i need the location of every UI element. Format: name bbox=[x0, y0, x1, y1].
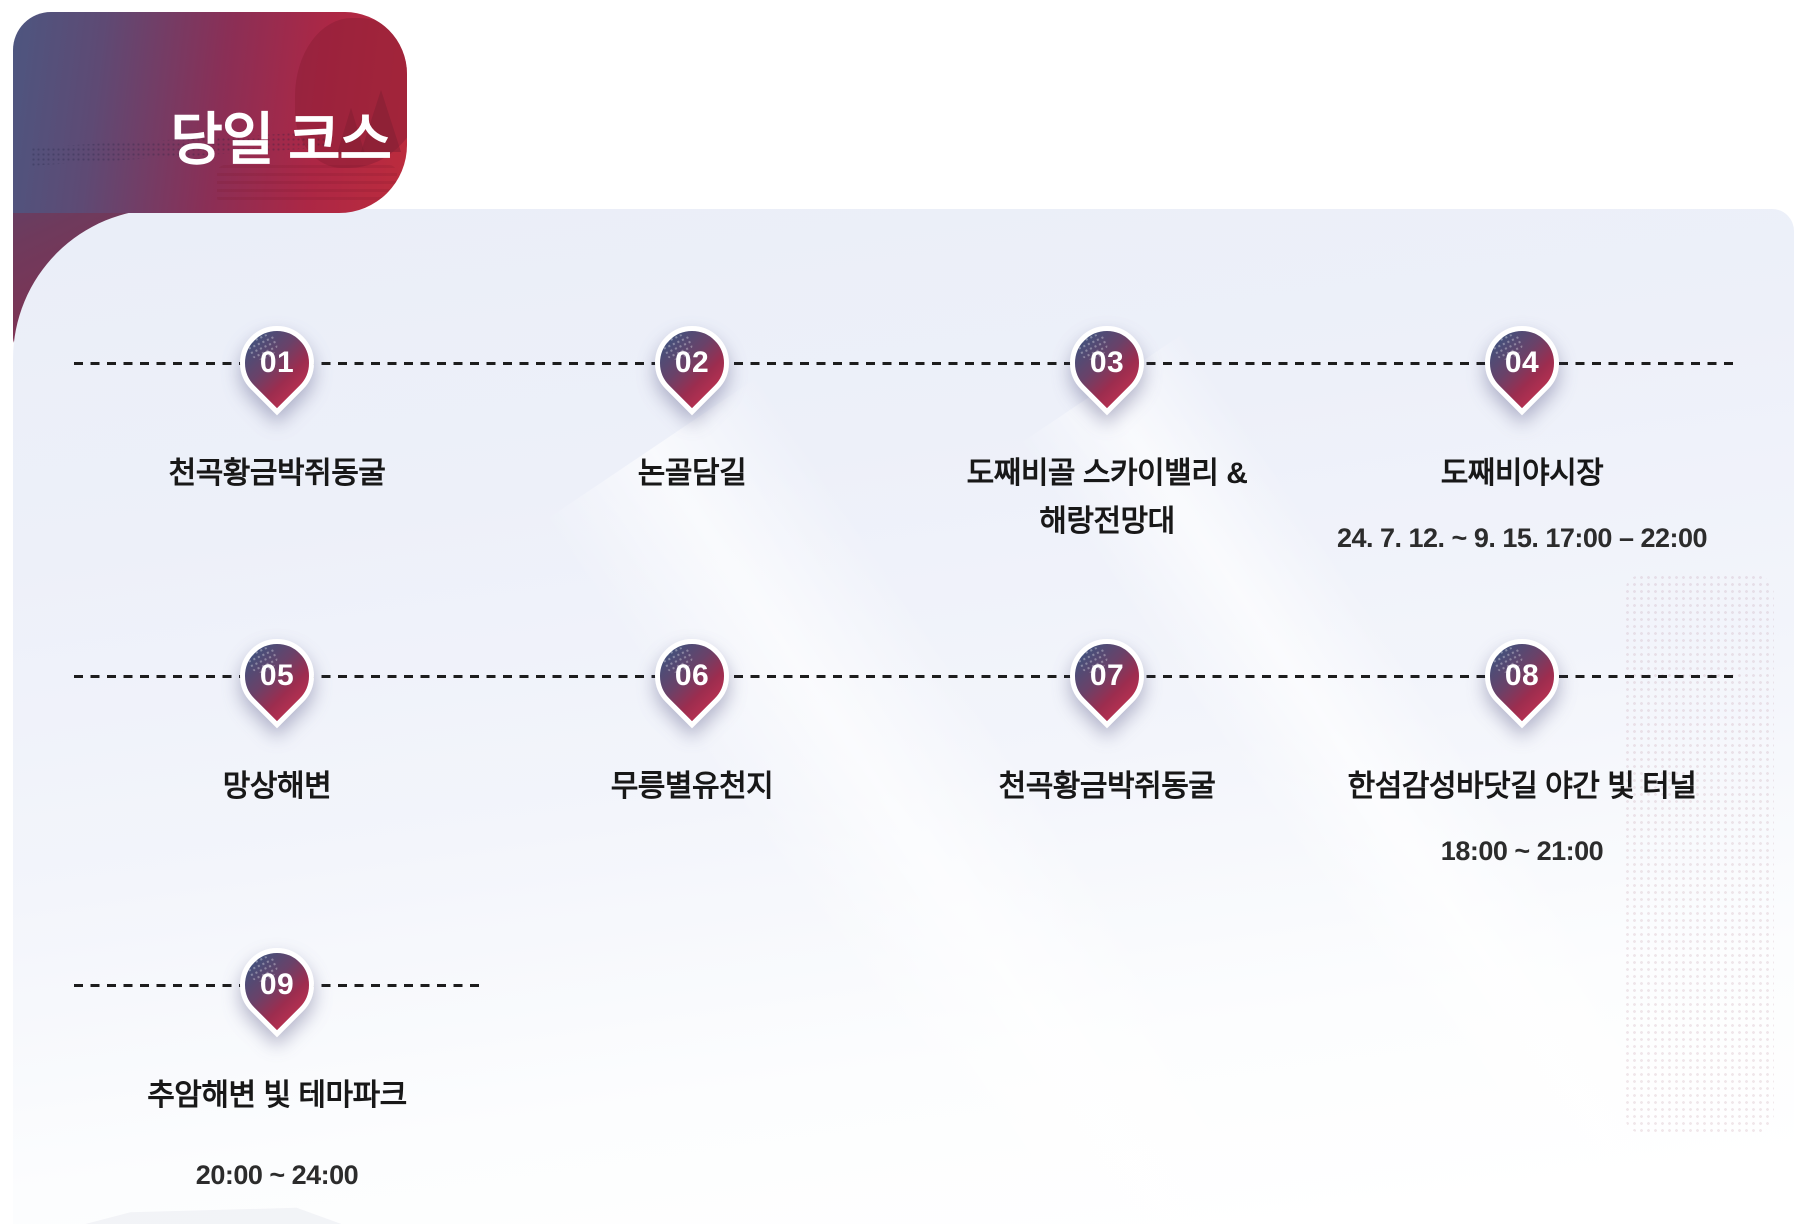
map-pin: 09 bbox=[224, 932, 330, 1038]
pin-number: 07 bbox=[1089, 659, 1125, 692]
pin-number: 02 bbox=[674, 346, 710, 379]
pin-number: 01 bbox=[259, 346, 295, 379]
pin-number: 04 bbox=[1504, 346, 1540, 379]
map-pin: 02 bbox=[639, 310, 745, 416]
map-pin: 05 bbox=[224, 623, 330, 729]
stop-label: 천곡황금박쥐동굴 bbox=[998, 770, 1216, 803]
stop-hours: 24. 7. 12. ~ 9. 15. 17:00 – 22:00 bbox=[1336, 523, 1708, 553]
stop-label: 도째비야시장 bbox=[1440, 457, 1604, 490]
stop-label: 추암해변 빛 테마파크 bbox=[147, 1079, 407, 1112]
stop-label: 한섬감성바닷길 야간 빛 터널 bbox=[1347, 770, 1697, 803]
pin-number: 03 bbox=[1089, 346, 1125, 379]
page-title: 당일 코스 bbox=[170, 108, 392, 172]
pin-number: 09 bbox=[259, 968, 295, 1001]
stop-hours: 18:00 ~ 21:00 bbox=[1440, 836, 1604, 866]
pin-number: 05 bbox=[259, 659, 295, 692]
bottom-decor-shape bbox=[85, 1207, 342, 1224]
stop-label: 천곡황금박쥐동굴 bbox=[168, 457, 386, 490]
pin-number: 06 bbox=[674, 659, 710, 692]
tree-silhouette-icon bbox=[337, 108, 365, 154]
stop-label: 무릉별유천지 bbox=[610, 770, 774, 803]
map-pin: 03 bbox=[1054, 310, 1160, 416]
map-pin: 08 bbox=[1469, 623, 1575, 729]
route-dashed-line-row1 bbox=[74, 362, 1733, 365]
stop-label: 망상해변 bbox=[222, 770, 332, 803]
header-reflection-decor bbox=[217, 165, 397, 205]
stop-label: 도째비골 스카이밸리 & 해랑전망대 bbox=[966, 457, 1248, 538]
map-pin: 01 bbox=[224, 310, 330, 416]
map-pin: 06 bbox=[639, 623, 745, 729]
stop-hours: 20:00 ~ 24:00 bbox=[195, 1160, 359, 1190]
tree-silhouette-icon bbox=[361, 90, 401, 152]
stop-label: 논골담길 bbox=[637, 457, 747, 490]
pin-number: 08 bbox=[1504, 659, 1540, 692]
map-pin: 07 bbox=[1054, 623, 1160, 729]
page-header: 당일 코스 bbox=[13, 12, 407, 213]
map-pin: 04 bbox=[1469, 310, 1575, 416]
halftone-dots-decor bbox=[1624, 574, 1774, 1134]
route-dashed-line-row2 bbox=[74, 675, 1733, 678]
